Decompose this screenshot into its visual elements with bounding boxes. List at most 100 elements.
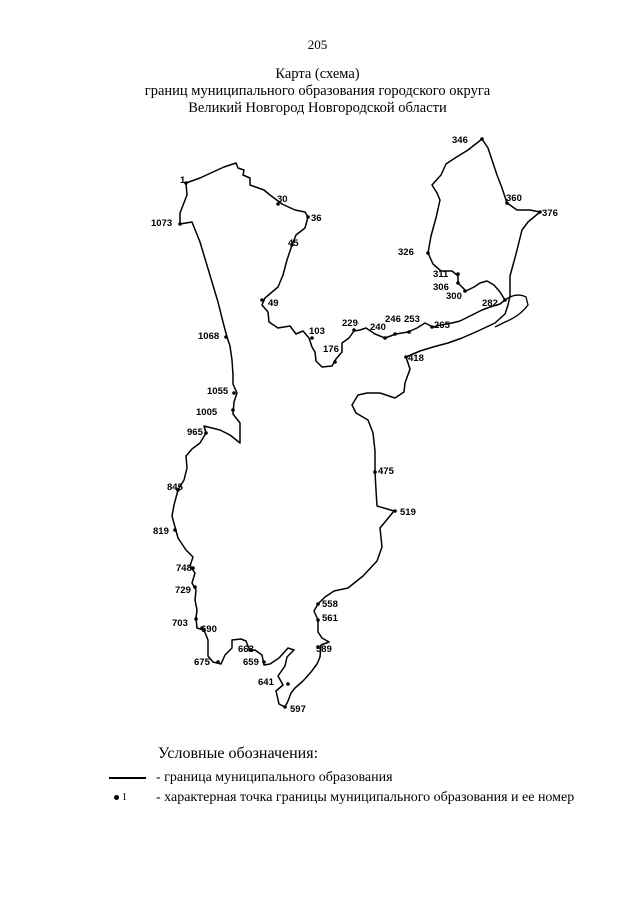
point-label: 1055 [207, 386, 229, 397]
point-label: 346 [452, 135, 468, 146]
point-label: 475 [378, 466, 395, 477]
point-marker-icon [407, 330, 411, 334]
point-marker-icon [176, 488, 180, 492]
point-label: 663 [238, 644, 254, 655]
boundary-point: 519 [393, 507, 416, 518]
legend-point-symbol: 1 [114, 790, 127, 806]
point-marker-icon [505, 201, 509, 205]
point-label: 845 [167, 482, 184, 493]
point-marker-icon [194, 617, 198, 621]
boundary-point: 558 [316, 599, 338, 610]
boundary-point: 729 [175, 585, 197, 596]
point-label: 300 [446, 291, 462, 302]
boundary-point: 176 [323, 344, 339, 364]
point-label: 703 [172, 618, 188, 629]
point-label: 729 [175, 585, 191, 596]
point-marker-icon [232, 391, 236, 395]
boundary-point: 690 [200, 624, 217, 635]
legend-title: Условные обозначения: [158, 745, 319, 762]
point-marker-icon [193, 585, 197, 589]
point-label: 282 [482, 298, 498, 309]
point-label: 30 [277, 194, 288, 205]
boundary-point: 641 [258, 677, 290, 688]
point-marker-icon [306, 215, 310, 219]
point-marker-icon [114, 795, 119, 801]
title-line-1: Карта (схема) [275, 66, 360, 82]
boundary-point: 265 [430, 320, 451, 331]
point-marker-icon [404, 355, 408, 359]
point-marker-icon [480, 137, 484, 141]
point-marker-icon [231, 408, 235, 412]
point-label: 589 [316, 644, 332, 655]
point-marker-icon [430, 325, 434, 329]
point-marker-icon [333, 360, 337, 364]
boundary-point: 45 [288, 238, 299, 249]
point-label: 253 [404, 314, 420, 325]
point-marker-icon [283, 705, 287, 709]
boundary-point: 675 [194, 657, 220, 668]
point-marker-icon [373, 470, 377, 474]
point-marker-icon [248, 648, 252, 652]
legend-point-number: 1 [122, 792, 127, 803]
point-label: 246 [385, 314, 401, 325]
boundary-point: 589 [316, 644, 332, 655]
point-label: 306 [433, 282, 449, 293]
point-label: 641 [258, 677, 275, 688]
point-marker-icon [463, 289, 467, 293]
point-marker-icon [316, 602, 320, 606]
boundary-point: 240 [370, 322, 387, 340]
legend-line-text: - граница муниципального образования [156, 770, 393, 785]
point-marker-icon [224, 335, 228, 339]
boundary-point: 475 [373, 466, 395, 477]
boundary-point: 819 [153, 526, 177, 537]
point-label: 519 [400, 507, 416, 518]
point-marker-icon [503, 298, 507, 302]
point-label: 45 [288, 238, 299, 249]
boundary-point: 1068 [198, 331, 228, 342]
point-marker-icon [393, 509, 397, 513]
point-label: 36 [311, 213, 322, 224]
point-marker-icon [316, 645, 320, 649]
boundary-point: 246 [385, 314, 401, 336]
boundary-point: 418 [404, 353, 424, 364]
point-marker-icon [290, 243, 294, 247]
boundary-point: 326 [398, 247, 430, 258]
boundary-point: 1073 [151, 218, 182, 229]
boundary-point: 659 [243, 657, 266, 668]
point-label: 265 [434, 320, 451, 331]
boundary-point: 300 [446, 289, 467, 302]
boundary-point: 376 [538, 208, 558, 219]
point-label: 659 [243, 657, 259, 668]
point-label: 229 [342, 318, 358, 329]
point-marker-icon [393, 332, 397, 336]
point-label: 176 [323, 344, 339, 355]
point-label: 240 [370, 322, 386, 333]
boundary-point: 561 [316, 613, 339, 624]
boundary-point: 49 [260, 298, 279, 309]
point-label: 1005 [196, 407, 218, 418]
point-label: 311 [433, 269, 449, 280]
point-label: 965 [187, 427, 204, 438]
point-label: 326 [398, 247, 414, 258]
point-label: 1068 [198, 331, 219, 342]
point-marker-icon [204, 431, 208, 435]
point-marker-icon [383, 336, 387, 340]
point-label: 1073 [151, 218, 172, 229]
point-marker-icon [286, 682, 290, 686]
point-label: 418 [408, 353, 424, 364]
boundary-line [171, 138, 541, 708]
point-marker-icon [316, 618, 320, 622]
boundary-point: 346 [452, 135, 484, 146]
boundary-point: 1 [180, 175, 188, 186]
point-marker-icon [184, 181, 188, 185]
point-label: 748 [176, 563, 192, 574]
boundary-point: 229 [342, 318, 358, 332]
map-title: Карта (схема) границ муниципального обра… [0, 66, 635, 117]
point-marker-icon [262, 660, 266, 664]
point-label: 561 [322, 613, 339, 624]
point-marker-icon [456, 281, 460, 285]
point-marker-icon [173, 528, 177, 532]
river-line [494, 294, 529, 328]
title-line-2: границ муниципального образования городс… [144, 83, 491, 99]
boundary-point: 1005 [196, 407, 235, 418]
